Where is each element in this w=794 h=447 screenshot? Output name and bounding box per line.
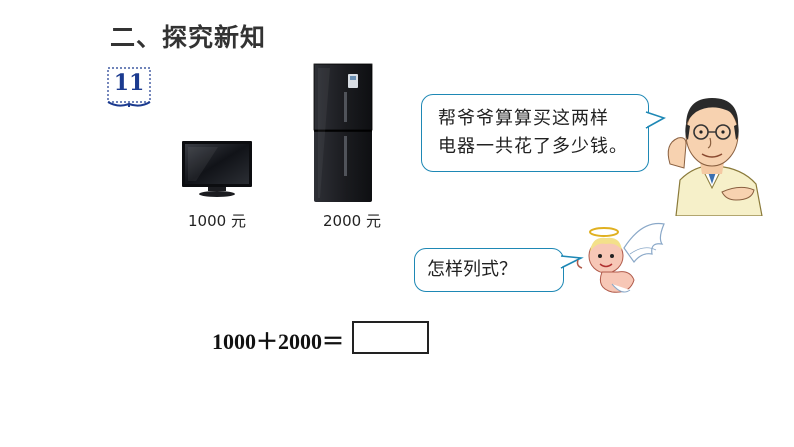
fridge-price: 2000 元: [323, 212, 381, 230]
grandpa-speech-line-2: 电器一共花了多少钱。: [438, 136, 628, 157]
grandpa-speech-line-1: 帮爷爷算算买这两样: [438, 108, 609, 129]
book-badge-icon: 11: [104, 66, 154, 110]
grandpa-speech-bubble: 帮爷爷算算买这两样 电器一共花了多少钱。: [421, 94, 649, 172]
grandpa-bubble-tail: [644, 111, 666, 129]
angel-speech-text: 怎样列式？: [427, 259, 517, 280]
equation: 1000＋2000＝: [212, 329, 345, 354]
angel-bubble-tail: [559, 255, 584, 269]
grandpa-icon: [656, 84, 768, 217]
answer-box[interactable]: [352, 321, 429, 354]
tv-price: 1000 元: [188, 212, 246, 230]
fridge-icon: [310, 62, 376, 204]
section-heading: 二、探究新知: [110, 23, 267, 52]
tv-icon: [178, 137, 256, 199]
angel-speech-bubble: 怎样列式？: [414, 248, 564, 292]
angel-icon: [572, 218, 668, 300]
example-number: 11: [113, 70, 145, 96]
